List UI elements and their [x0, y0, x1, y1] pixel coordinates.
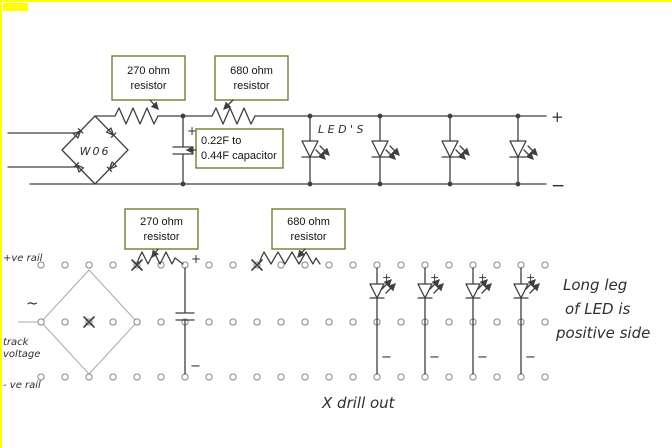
callout-text: 680 ohm	[230, 65, 273, 77]
holes-row-positive-rail	[36, 259, 552, 271]
bridge-rectifier-schematic: W06	[7, 115, 129, 185]
drill-out-x	[83, 316, 95, 328]
leds-label: L E D ' S	[318, 123, 364, 136]
capacitor-minus-label-board: −	[190, 359, 201, 374]
resistor-680-symbol	[211, 107, 256, 125]
dc-rails	[29, 107, 547, 185]
drill-out-marks	[83, 259, 263, 328]
drill-out-x	[131, 259, 143, 271]
callout-arrow	[297, 248, 306, 258]
led-schematic-4	[510, 114, 537, 187]
holes-row-negative-rail	[36, 371, 552, 383]
holes-row-middle	[36, 316, 552, 328]
positive-rail-label: +ve rail	[3, 253, 43, 264]
note-line: positive side	[555, 324, 650, 342]
callout-box	[271, 208, 346, 250]
callout-arrow	[149, 99, 159, 110]
callout-text: resistor	[290, 231, 326, 243]
callout-arrow	[223, 99, 234, 110]
callout-arrow	[151, 248, 160, 259]
callout-box	[195, 128, 284, 169]
resistor-680-board	[258, 251, 321, 265]
callout-capacitor-schematic: 0.22F to 0.44F capacitor	[185, 128, 284, 169]
led-schematic-2	[372, 114, 399, 187]
negative-rail-label: - ve rail	[3, 380, 41, 391]
capacitor-plus-label: +	[187, 124, 197, 138]
highlight-left-edge	[0, 0, 2, 448]
drill-out-note: X drill out	[321, 394, 396, 412]
callout-text: 680 ohm	[287, 216, 330, 228]
callout-680-board: 680 ohm resistor	[271, 208, 346, 258]
highlight-top-edge	[0, 0, 672, 2]
resistor-270-symbol	[114, 107, 159, 125]
ac-tilde-label: ~	[26, 294, 39, 312]
callout-text: 0.44F capacitor	[201, 150, 277, 162]
callout-text: resistor	[233, 80, 269, 92]
highlight-swatch	[3, 3, 28, 11]
callout-box	[214, 55, 289, 101]
schematic-section: W06 + L E D ' S + −	[7, 55, 565, 196]
callout-text: 270 ohm	[127, 65, 170, 77]
capacitor-board	[175, 267, 195, 375]
callout-680-schematic: 680 ohm resistor	[214, 55, 289, 110]
board-section: +ve rail - ve rail ~ track voltage + − 2…	[3, 208, 650, 412]
callout-text: 270 ohm	[140, 216, 183, 228]
note-line: of LED is	[565, 300, 631, 318]
track-voltage-label-line1: track	[3, 337, 30, 348]
plus-terminal-label: +	[551, 108, 564, 126]
minus-terminal-label: −	[551, 176, 565, 196]
callout-270-board: 270 ohm resistor	[124, 208, 199, 259]
callout-text: resistor	[130, 80, 166, 92]
led-polarity-note: Long leg of LED is positive side	[555, 276, 650, 342]
led-schematic-3	[442, 114, 469, 187]
callout-box	[111, 55, 186, 101]
callout-text: resistor	[143, 231, 179, 243]
track-voltage-label-line2: voltage	[3, 349, 40, 360]
capacitor-plus-label-board: +	[191, 252, 201, 266]
note-line: Long leg	[563, 276, 627, 294]
callout-270-schematic: 270 ohm resistor	[111, 55, 186, 110]
callout-box	[124, 208, 199, 250]
callout-text: 0.22F to	[201, 135, 241, 147]
bridge-label: W06	[80, 145, 111, 158]
